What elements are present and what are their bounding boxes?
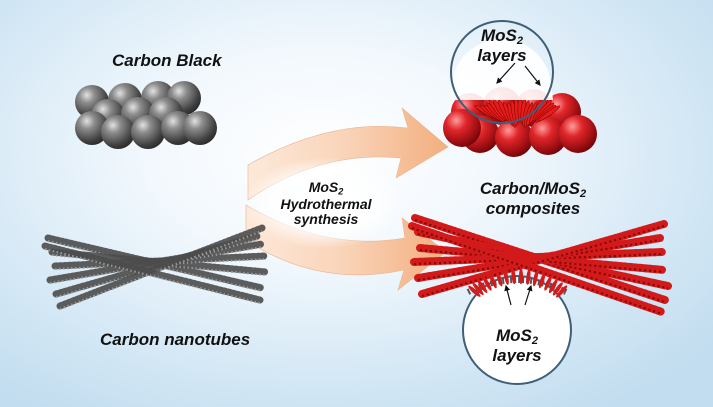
inset-mos2-flake bbox=[511, 268, 516, 285]
red-nanotube-shadow bbox=[413, 253, 663, 265]
carbon-nanotube bbox=[41, 242, 264, 304]
bottom-inset-label: MoS2 layers bbox=[485, 327, 549, 365]
carbon-nanotube-highlight bbox=[47, 240, 263, 292]
red-nanotube-shadow bbox=[411, 227, 663, 315]
process-arrows bbox=[244, 107, 449, 291]
composites-label: Carbon/MoS2 composites bbox=[468, 180, 598, 218]
inset-mos2-flake bbox=[489, 273, 497, 289]
synthesis-line2: Hydrothermal bbox=[280, 195, 372, 212]
red-nanotube-shadow bbox=[417, 239, 661, 281]
carbon-nanotube bbox=[56, 224, 266, 310]
composite-red-sphere bbox=[529, 117, 567, 155]
inset-mos2-flake bbox=[519, 268, 523, 285]
bottom-inset-layers-text: layers bbox=[492, 346, 542, 366]
top-inset-mos-text: MoS bbox=[480, 26, 517, 45]
carbon-black-label: Carbon Black bbox=[112, 51, 222, 70]
bottom-inset-pointer-left bbox=[504, 284, 512, 306]
synthesis-label: MoS2 Hydrothermal synthesis bbox=[272, 180, 380, 226]
synthesis-mos-subscript: 2 bbox=[338, 186, 344, 197]
carbon-nanotube-highlight bbox=[44, 248, 261, 304]
carbon-nanotubes-label: Carbon nanotubes bbox=[100, 330, 251, 349]
inset-mos2-flake bbox=[532, 270, 539, 287]
carbon-black-sphere bbox=[75, 111, 109, 145]
carbon-black-sphere bbox=[131, 115, 165, 149]
composites-prefix: Carbon/MoS bbox=[479, 179, 580, 198]
composites-subscript: 2 bbox=[579, 187, 587, 200]
red-nanotube-shadow bbox=[419, 249, 665, 273]
inset-mos2-flake bbox=[548, 279, 558, 294]
inset-mos2-flake bbox=[526, 268, 531, 285]
bottom-inset-pointer-right bbox=[524, 284, 533, 306]
carbon-black-sphere bbox=[183, 111, 217, 145]
inset-mos2-flake bbox=[496, 271, 503, 287]
composite-red-sphere bbox=[443, 109, 481, 147]
composite-red-sphere bbox=[495, 119, 533, 157]
composite-red-sphere bbox=[559, 115, 597, 153]
top-inset-layers-text: layers bbox=[477, 46, 527, 66]
composites-line2: composites bbox=[485, 199, 581, 219]
cnt-mos2-composite bbox=[408, 214, 672, 316]
red-nanotube bbox=[408, 222, 666, 316]
bottom-inset-subscript: 2 bbox=[531, 334, 539, 347]
inset-mos2-flake bbox=[472, 282, 484, 296]
inset-mos2-flake bbox=[552, 282, 563, 296]
carbon-nanotubes-structure bbox=[41, 224, 270, 310]
synthesis-glow bbox=[244, 157, 404, 249]
inset-mos2-flake bbox=[544, 275, 552, 291]
red-nanotube-shadow bbox=[421, 225, 665, 297]
carbon-nanotube-highlight bbox=[59, 230, 263, 310]
red-nanotube bbox=[418, 220, 668, 298]
carbon-black-particles bbox=[75, 81, 217, 149]
inset-mos2-flake bbox=[503, 269, 509, 285]
bottom-inset-mos-text: MoS bbox=[495, 326, 532, 345]
top-inset-label: MoS2 layers bbox=[470, 27, 534, 65]
synthesis-mos-text: MoS bbox=[308, 179, 339, 195]
synthesis-line3: synthesis bbox=[293, 210, 359, 227]
inset-mos2-flake bbox=[538, 272, 546, 289]
top-inset-pointer-left bbox=[496, 62, 516, 84]
top-inset-pointer-right bbox=[524, 65, 541, 86]
top-inset-subscript: 2 bbox=[516, 34, 524, 47]
carbon-black-sphere bbox=[101, 115, 135, 149]
top-inset-magnifier bbox=[450, 20, 554, 124]
mos2-flake bbox=[537, 105, 561, 122]
inset-mos2-flake bbox=[556, 285, 568, 298]
bottom-inset-magnifier bbox=[462, 268, 572, 385]
inset-mos2-flake bbox=[477, 279, 488, 293]
inset-mos2-flake bbox=[468, 285, 481, 297]
inset-mos2-flake bbox=[482, 276, 492, 291]
